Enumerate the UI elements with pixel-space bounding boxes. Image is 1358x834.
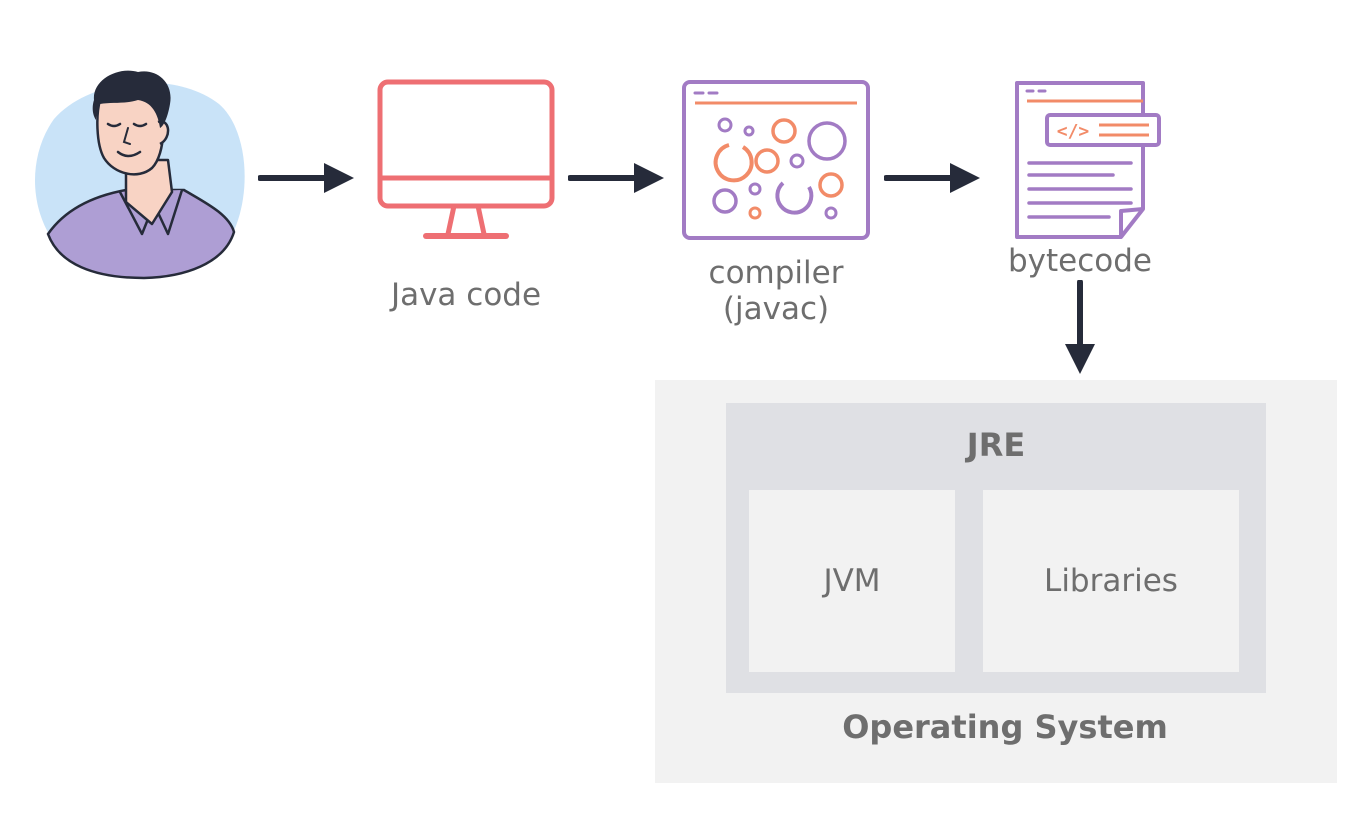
developer-avatar-icon: [34, 70, 245, 280]
monitor-icon: [377, 79, 555, 239]
arrow-developer-to-code: [258, 160, 356, 196]
arrow-down-icon: [1065, 280, 1095, 374]
jre-label: JRE: [966, 426, 1026, 464]
compiler-step: [681, 79, 871, 241]
compiler-window-icon: [682, 80, 870, 240]
compiler-label: compiler (javac): [676, 255, 876, 327]
jvm-label: JVM: [823, 563, 881, 599]
arrow-code-to-compiler: [568, 160, 666, 196]
arrow-right-icon: [884, 163, 980, 193]
code-document-icon: </>: [1015, 81, 1161, 239]
jvm-box: JVM: [749, 490, 955, 672]
compiler-label-line2: (javac): [722, 290, 830, 327]
libraries-box: Libraries: [983, 490, 1239, 672]
arrow-compiler-to-bytecode: [884, 160, 982, 196]
compiler-label-line1: compiler: [708, 255, 844, 291]
code-badge-text: </>: [1057, 121, 1090, 142]
arrow-bytecode-to-runtime: [1062, 280, 1098, 376]
libraries-label: Libraries: [1044, 563, 1178, 599]
arrow-right-icon: [568, 163, 664, 193]
arrow-right-icon: [258, 163, 354, 193]
java-code-step: [376, 78, 556, 242]
bytecode-step: </>: [1013, 79, 1163, 243]
bytecode-label: bytecode: [1007, 243, 1152, 279]
operating-system-label: Operating System: [842, 708, 1168, 746]
java-code-label: Java code: [390, 277, 542, 313]
developer-avatar: [34, 64, 250, 284]
